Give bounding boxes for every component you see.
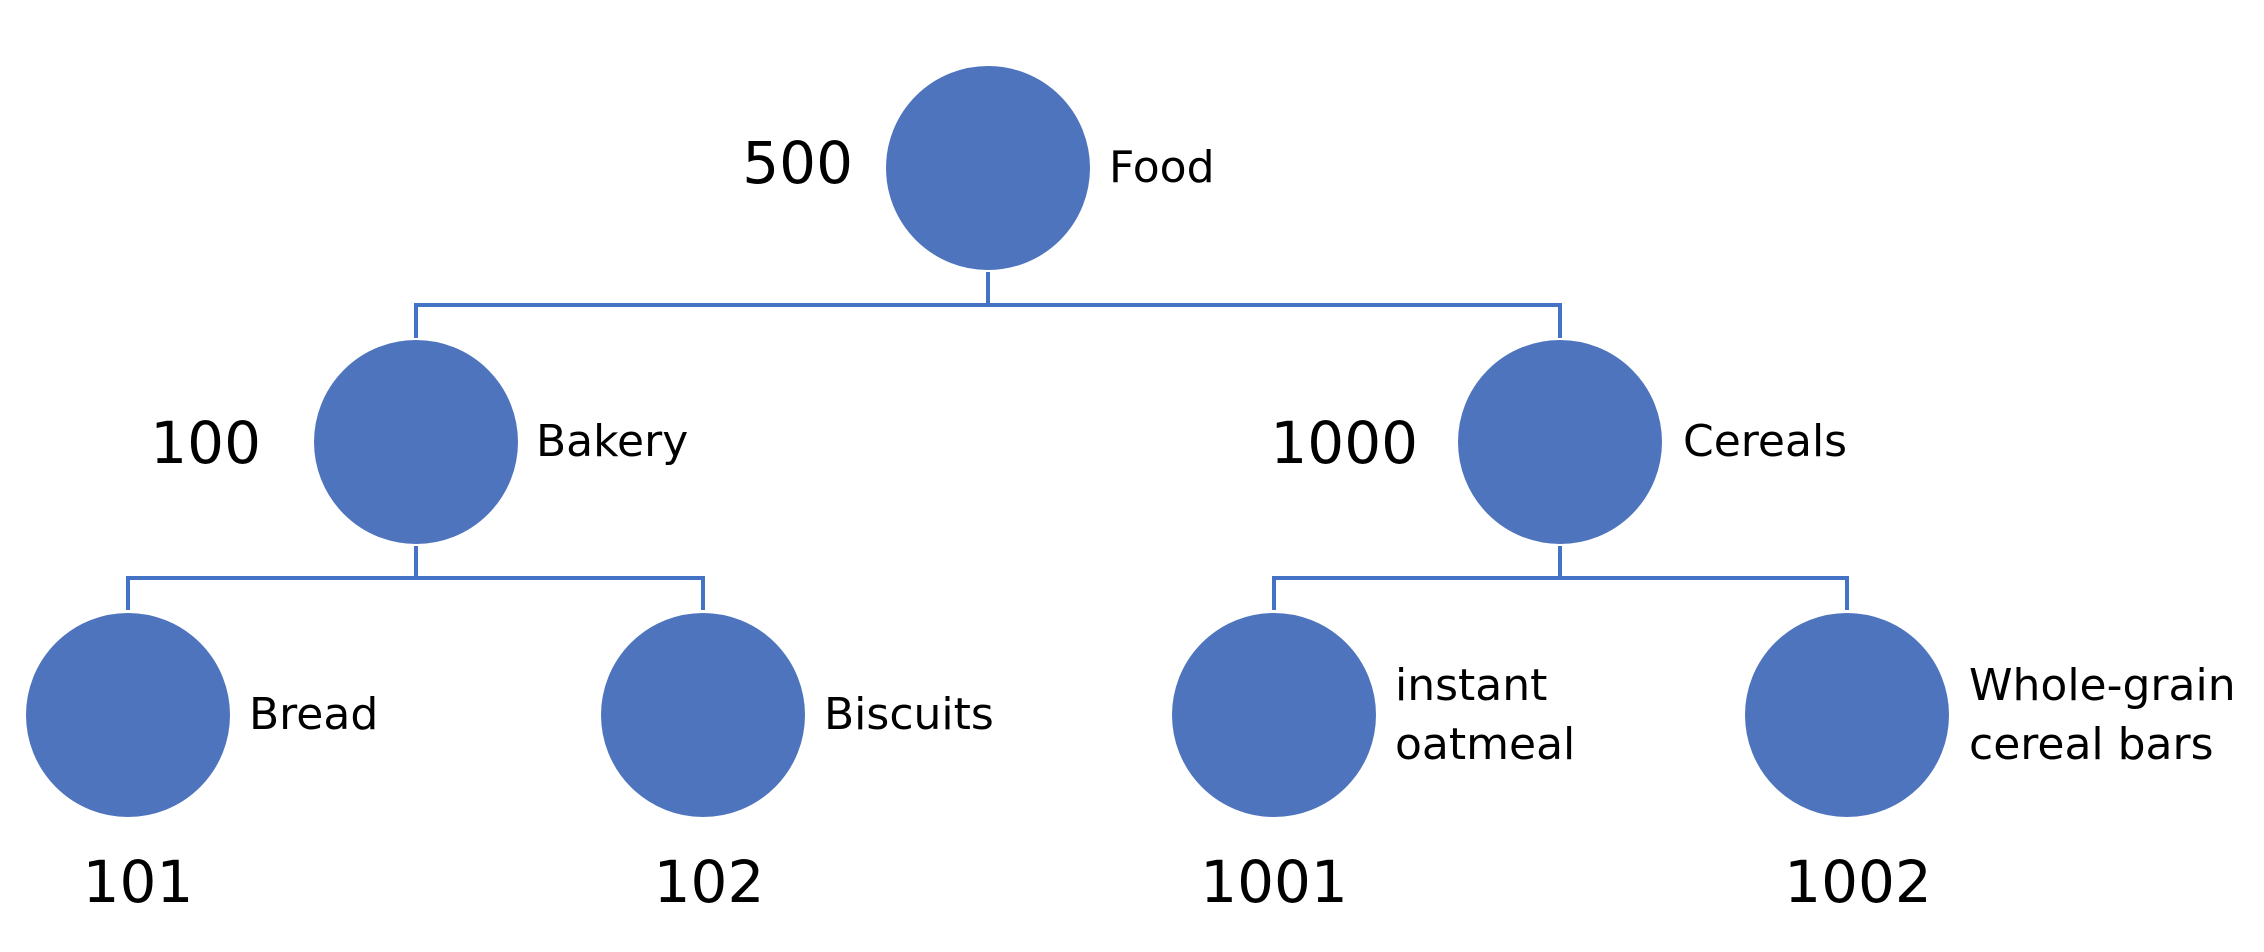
node-circle-instant-oatmeal	[1170, 611, 1378, 819]
node-label-instant-oatmeal: instant oatmeal	[1395, 660, 1575, 770]
node-label-line: Whole-grain	[1969, 660, 2236, 711]
node-label-line: Biscuits	[824, 689, 994, 740]
connectors	[126, 272, 1849, 610]
node-label-line: Bread	[249, 689, 378, 740]
node-label-biscuits: Biscuits	[824, 689, 994, 740]
node-instant-oatmeal: instant oatmeal 1001	[1170, 611, 1575, 916]
connector-food-children	[414, 272, 1562, 338]
node-code-instant-oatmeal: 1001	[1200, 848, 1348, 916]
node-label-line: cereal bars	[1969, 719, 2214, 770]
node-label-cereals: Cereals	[1683, 416, 1847, 467]
node-circle-bread	[24, 611, 232, 819]
node-label-line: Food	[1109, 142, 1215, 193]
node-code-food: 500	[742, 129, 853, 197]
node-code-biscuits: 102	[654, 848, 765, 916]
connector-cereals-children	[1272, 546, 1849, 610]
node-whole-grain-cereal-bars: Whole-grain cereal bars 1002	[1743, 611, 2250, 916]
node-food: Food 500	[742, 64, 1215, 272]
node-bakery: Bakery 100	[150, 338, 688, 546]
node-label-bread: Bread	[249, 689, 378, 740]
node-code-bread: 101	[83, 848, 194, 916]
node-circle-cereals	[1456, 338, 1664, 546]
node-label-line: Bakery	[536, 416, 688, 467]
node-circle-bakery	[312, 338, 520, 546]
node-code-whole-grain-cereal-bars: 1002	[1784, 848, 1932, 916]
node-code-bakery: 100	[150, 409, 261, 477]
node-circle-whole-grain-cereal-bars	[1743, 611, 1951, 819]
node-biscuits: Biscuits 102	[599, 611, 994, 916]
connector-bakery-children	[126, 546, 705, 610]
node-label-food: Food	[1109, 142, 1215, 193]
node-code-cereals: 1000	[1270, 409, 1418, 477]
node-label-whole-grain-cereal-bars: Whole-grain cereal bars	[1969, 660, 2250, 770]
node-circle-food	[884, 64, 1092, 272]
node-label-line: Cereals	[1683, 416, 1847, 467]
node-cereals: Cereals 1000	[1270, 338, 1847, 546]
node-label-line: instant	[1395, 660, 1547, 711]
node-circle-biscuits	[599, 611, 807, 819]
node-label-line: oatmeal	[1395, 719, 1575, 770]
node-label-bakery: Bakery	[536, 416, 688, 467]
node-bread: Bread 101	[24, 611, 378, 916]
